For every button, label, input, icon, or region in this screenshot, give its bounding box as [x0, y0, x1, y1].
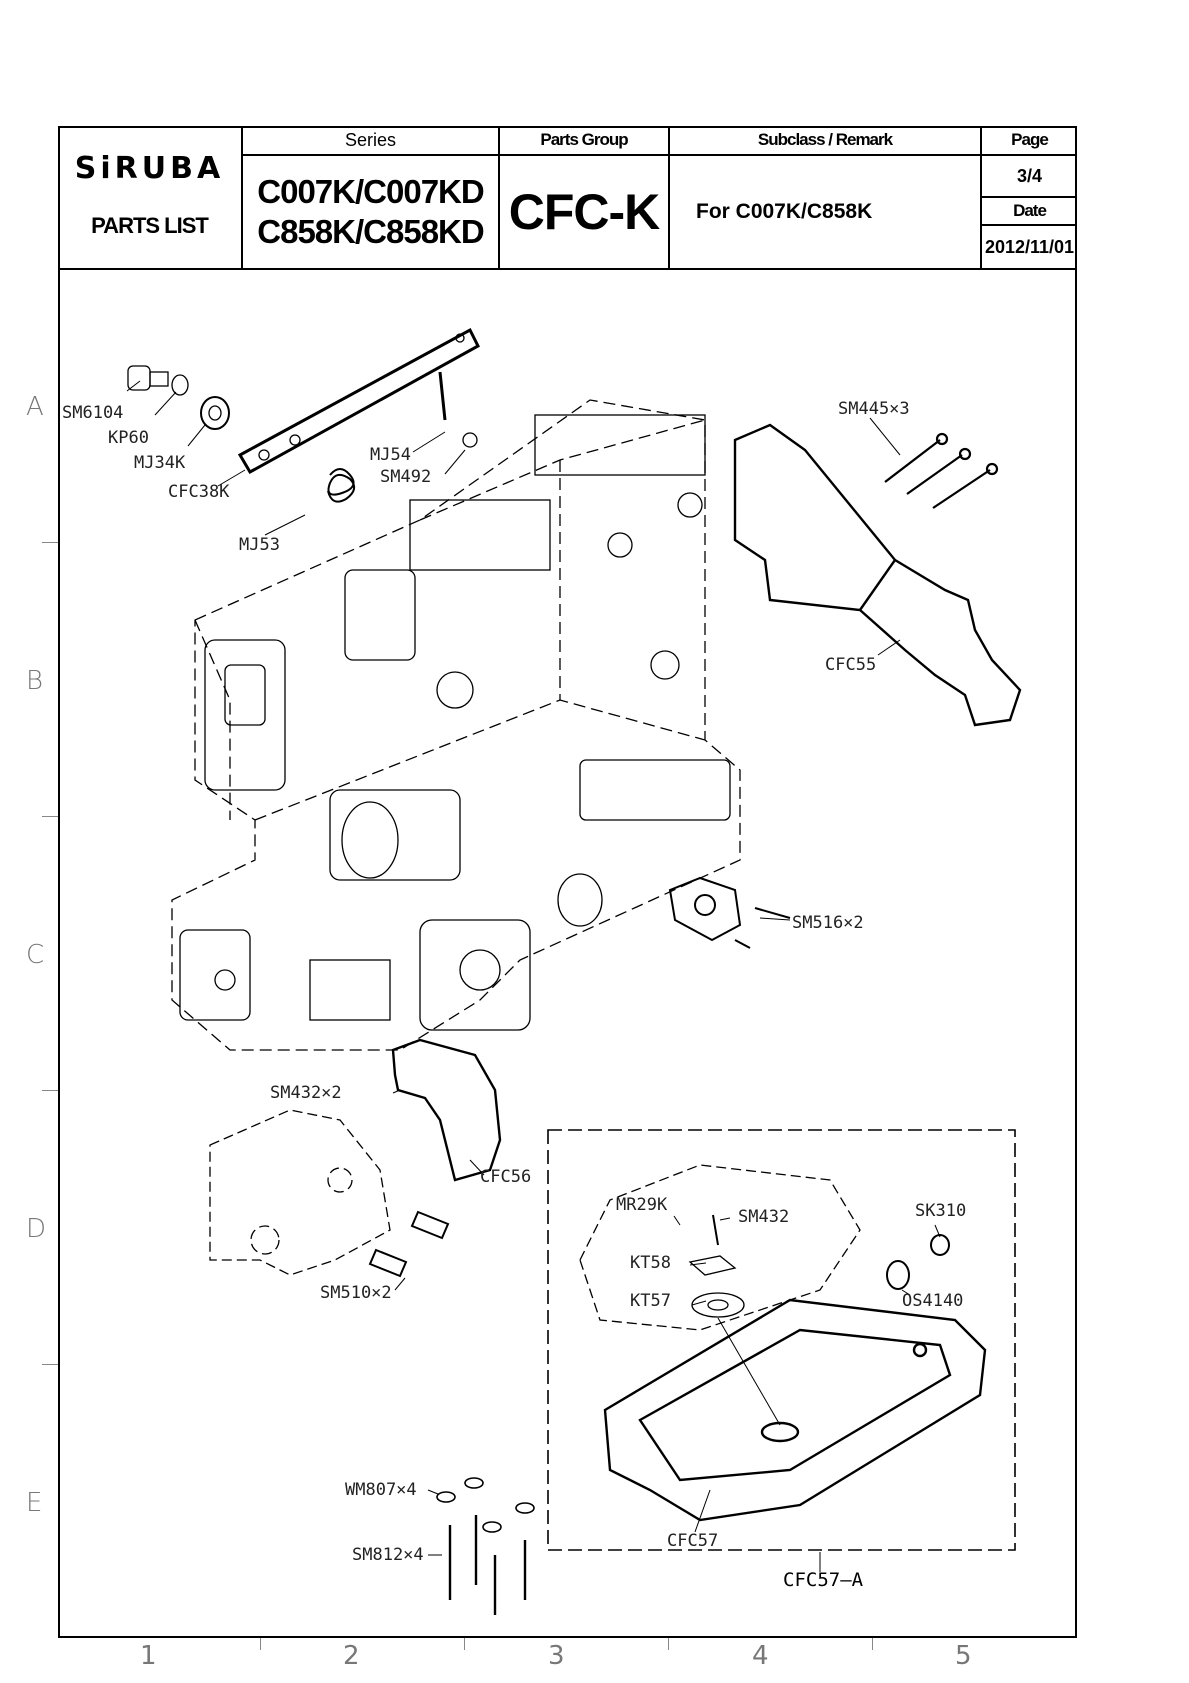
mj53-spring: [328, 469, 354, 502]
sm445-screws: [885, 434, 997, 508]
sm432-screw: [713, 1215, 718, 1245]
callout-sm812: SM812×4: [352, 1545, 424, 1565]
cfc55-belt-cover: [735, 425, 1020, 725]
callout-sm432: SM432: [738, 1207, 789, 1227]
callout-sm510: SM510×2: [320, 1283, 392, 1303]
callout-cfc57-a: CFC57–A: [783, 1569, 864, 1591]
sm812-screws: [450, 1515, 525, 1615]
callout-sm492: SM492: [380, 467, 431, 487]
callout-mj53: MJ53: [239, 535, 280, 555]
sm516-bracket: [670, 878, 790, 948]
lower-bracket: [210, 1110, 390, 1275]
cfc38k-lever-arm: [240, 330, 478, 472]
callout-cfc57: CFC57: [667, 1531, 718, 1551]
callout-kt57: KT57: [630, 1291, 671, 1311]
kp60-washer: [172, 375, 188, 395]
callout-kp60: KP60: [108, 428, 149, 448]
cfc57-oil-pan: [605, 1300, 985, 1520]
callout-sm432-x2: SM432×2: [270, 1083, 342, 1103]
callout-mr29k: MR29K: [616, 1195, 668, 1215]
callout-kt58: KT58: [630, 1253, 671, 1273]
callout-sm445: SM445×3: [838, 399, 910, 419]
callout-sk310: SK310: [915, 1201, 966, 1221]
callout-mj54: MJ54: [370, 445, 411, 465]
callout-wm807: WM807×4: [345, 1480, 417, 1500]
sm6104-screw: [128, 366, 168, 390]
sm510-screws: [370, 1212, 448, 1276]
callout-sm516: SM516×2: [792, 913, 864, 933]
callout-cfc55: CFC55: [825, 655, 876, 675]
mr29k-gasket: [580, 1165, 860, 1330]
wm807-washers: [437, 1478, 534, 1532]
kt57-washer: [692, 1293, 744, 1317]
callout-cfc56: CFC56: [480, 1167, 531, 1187]
callout-mj34k: MJ34K: [134, 453, 186, 473]
leader-lines: [127, 381, 940, 1572]
os4140-ring: [887, 1261, 909, 1289]
callout-sm6104: SM6104: [62, 403, 123, 423]
sk310-plug: [931, 1235, 949, 1255]
cfc56-cover: [393, 1040, 500, 1180]
callout-cfc38k: CFC38K: [168, 482, 230, 502]
machine-frame-detail: [180, 415, 730, 1030]
kt58-plate: [690, 1256, 735, 1275]
callout-os4140: OS4140: [902, 1291, 963, 1311]
mj34k-collar: [201, 397, 229, 429]
